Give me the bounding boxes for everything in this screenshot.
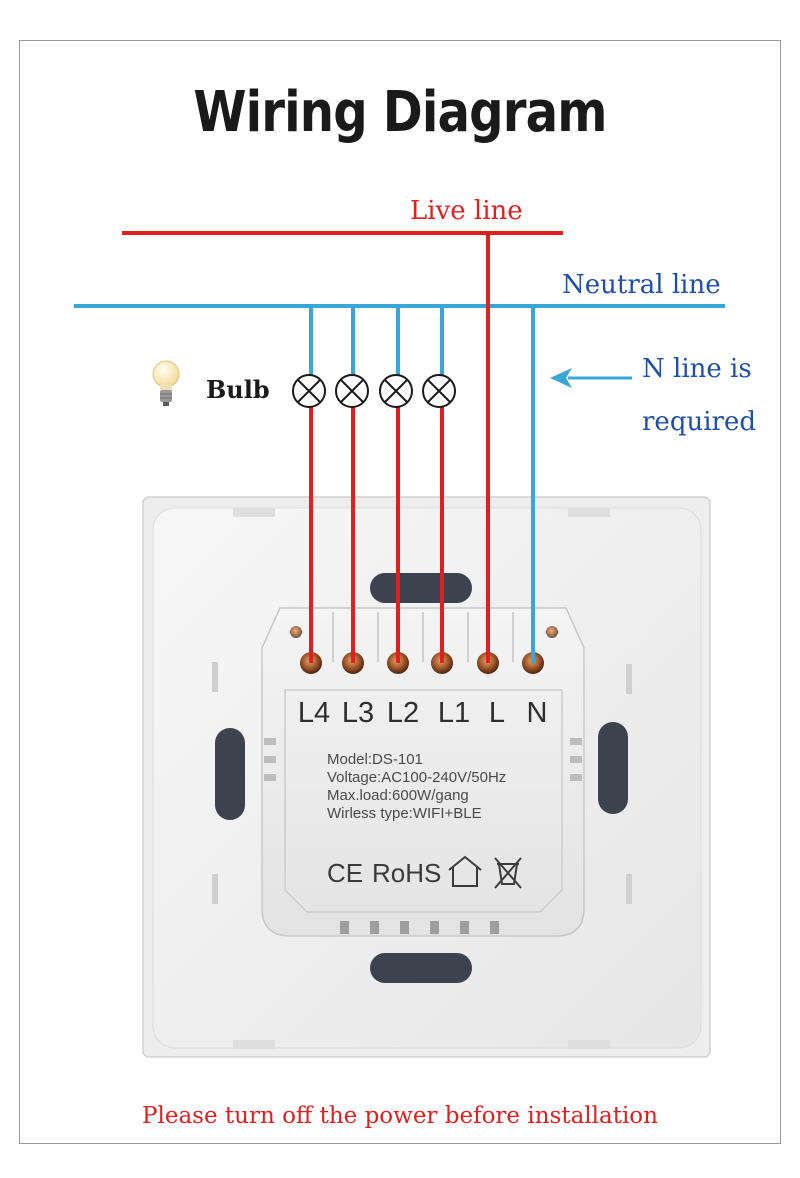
wires: [74, 231, 725, 663]
house-icon: [448, 855, 482, 887]
terminal-label-l1: L1: [438, 697, 470, 729]
page-title: Wiring Diagram: [193, 80, 607, 145]
safety-warning: Please turn off the power before install…: [142, 1103, 658, 1129]
terminal-label-n: N: [527, 697, 548, 729]
arrow-left-icon: [550, 368, 632, 388]
n-line-required-note-line2: required: [642, 407, 756, 437]
bulb-symbol-3: [379, 374, 413, 408]
bulb-label: Bulb: [206, 375, 270, 404]
spec-max-load: Max.load:600W/gang: [327, 787, 469, 804]
ce-mark: CE: [327, 858, 363, 888]
neutral-line-label: Neutral line: [562, 270, 721, 300]
weee-bin-icon: [494, 857, 522, 889]
rohs-mark: RoHS: [372, 858, 441, 888]
bulb-icon: [152, 360, 180, 406]
terminal-labels: L4 L3 L2 L1 L N: [298, 697, 548, 729]
n-line-required-note-line1: N line is: [642, 354, 752, 384]
bulb-symbol-2: [335, 374, 369, 408]
mounting-slot-top: [370, 573, 472, 603]
spec-label: Model:DS-101 Voltage:AC100-240V/50Hz Max…: [327, 751, 506, 822]
mounting-slot-right: [598, 722, 628, 814]
spec-voltage: Voltage:AC100-240V/50Hz: [327, 769, 506, 786]
diagram-frame: [19, 40, 781, 1144]
bulb-symbol-4: [422, 374, 456, 408]
bulb-symbol-1: [292, 374, 326, 408]
terminal-label-l3: L3: [342, 697, 374, 729]
spec-model: Model:DS-101: [327, 751, 423, 768]
mounting-slot-left: [215, 728, 245, 820]
switch-module-box: [261, 607, 585, 937]
terminal-label-l4: L4: [298, 697, 330, 729]
mounting-slot-bottom: [370, 953, 472, 983]
spec-wireless: Wirless type:WIFI+BLE: [327, 805, 482, 822]
certification-marks: CE RoHS: [327, 855, 522, 889]
live-line-label: Live line: [410, 196, 523, 226]
bulb-symbols: [292, 374, 456, 408]
terminal-label-l: L: [489, 697, 505, 729]
terminal-label-l2: L2: [387, 697, 419, 729]
